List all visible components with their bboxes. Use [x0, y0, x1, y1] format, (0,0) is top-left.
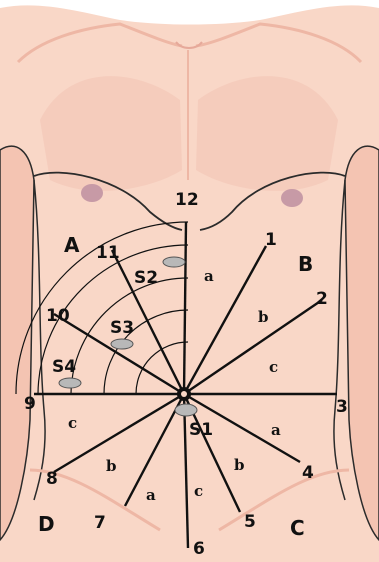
- quadrant-label-c: C: [290, 516, 305, 540]
- hour-label-10: 10: [46, 306, 70, 326]
- hour-label-7: 7: [94, 513, 106, 533]
- site-label-s4: S4: [52, 357, 76, 377]
- hour-label-1: 1: [265, 230, 277, 250]
- site-marker-s2: [163, 257, 185, 267]
- site-label-s3: S3: [110, 318, 134, 338]
- zone-label-c-left: c: [68, 414, 77, 432]
- hour-label-2: 2: [316, 289, 328, 309]
- zone-label-b-upper: b: [258, 308, 269, 326]
- site-label-s1: S1: [189, 420, 213, 440]
- site-marker-s3: [111, 339, 133, 349]
- hour-label-11: 11: [96, 243, 120, 263]
- site-label-s2: S2: [134, 268, 158, 288]
- site-marker-s4: [59, 378, 81, 388]
- hour-label-5: 5: [244, 512, 256, 532]
- zone-label-b-right: b: [234, 456, 245, 474]
- pectoral-left: [40, 76, 182, 191]
- zone-label-a-lower: a: [146, 486, 156, 504]
- quadrant-label-d: D: [38, 512, 55, 536]
- nipple-left: [81, 184, 103, 202]
- hour-label-3: 3: [336, 397, 348, 417]
- hour-label-9: 9: [24, 394, 36, 414]
- zone-label-b-lower: b: [106, 457, 117, 475]
- quadrant-label-a: A: [64, 233, 80, 257]
- center-point-inner: [181, 391, 187, 397]
- hour-label-8: 8: [46, 469, 58, 489]
- site-marker-s1: [175, 404, 197, 416]
- zone-label-c-lower: c: [194, 482, 203, 500]
- hour-label-6: 6: [193, 539, 205, 559]
- zone-label-a-right: a: [271, 421, 281, 439]
- quadrant-label-b: B: [298, 252, 313, 276]
- hour-label-12: 12: [175, 190, 199, 210]
- hour-label-4: 4: [302, 463, 314, 483]
- zone-label-a-upper: a: [204, 267, 214, 285]
- zone-label-c-upper: c: [269, 358, 278, 376]
- nipple-right: [281, 189, 303, 207]
